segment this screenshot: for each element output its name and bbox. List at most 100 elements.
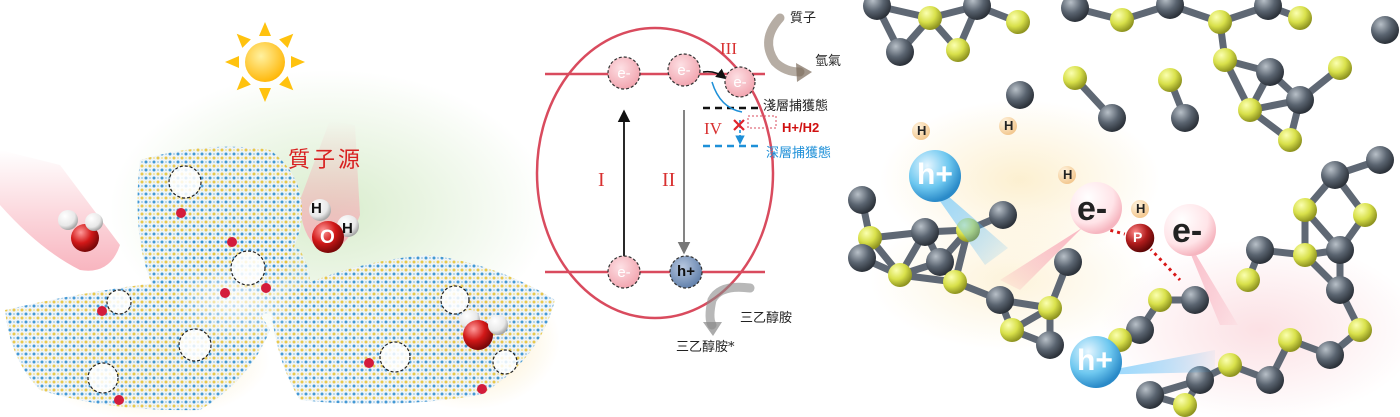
carbon-atom bbox=[886, 38, 914, 66]
hydrogen-atom bbox=[1131, 200, 1149, 218]
light-cone bbox=[0, 150, 120, 271]
sun-ray bbox=[279, 33, 294, 48]
nitrogen-atom bbox=[1148, 288, 1172, 312]
deep-trap-label: 深層捕獲態 bbox=[766, 146, 832, 161]
carbon-atom bbox=[1366, 146, 1394, 174]
nitrogen-atom bbox=[1238, 98, 1262, 122]
carbon-atom bbox=[1286, 86, 1314, 114]
tea-oxidized-label: 三乙醇胺* bbox=[676, 340, 735, 355]
carbon-atom bbox=[1326, 236, 1354, 264]
left-panel bbox=[0, 22, 560, 417]
pore bbox=[379, 341, 411, 373]
carbon-atom bbox=[1321, 161, 1349, 189]
right-panel bbox=[840, 0, 1400, 417]
step-three-label: III bbox=[720, 39, 737, 58]
carbon-atom bbox=[1246, 236, 1274, 264]
carbon-atom bbox=[1186, 366, 1214, 394]
oxygen-atom bbox=[312, 221, 344, 253]
nitrogen-atom bbox=[1038, 296, 1062, 320]
electron-label: e- bbox=[1172, 212, 1203, 250]
carbon-atom bbox=[848, 244, 876, 272]
hydrogen-label: H bbox=[1004, 118, 1014, 133]
phosphorus-atom bbox=[1124, 222, 1156, 254]
band-ellipse bbox=[535, 26, 775, 320]
nitrogen-atom bbox=[1293, 198, 1317, 222]
carbon-atom bbox=[963, 0, 991, 20]
sun-ray bbox=[236, 33, 251, 48]
tea-label: 三乙醇胺 bbox=[740, 311, 793, 326]
nitrogen-atom bbox=[1278, 328, 1302, 352]
nitrogen-atom bbox=[1110, 8, 1134, 32]
hydrogen-label: H bbox=[1136, 201, 1146, 216]
nitrogen-atom bbox=[918, 6, 942, 30]
hydrogen-label: H bbox=[917, 123, 927, 138]
hydrogen-gas-label: 氫氣 bbox=[815, 54, 842, 69]
carbon-atom bbox=[1326, 276, 1354, 304]
labeled-water-molecule bbox=[309, 199, 359, 253]
carbon-atom bbox=[1181, 286, 1209, 314]
carbon-atom bbox=[1126, 316, 1154, 344]
pore bbox=[106, 289, 132, 315]
hydrogen-atom bbox=[1058, 166, 1076, 184]
nitrogen-atom bbox=[1328, 56, 1352, 80]
water-h-label: H bbox=[311, 200, 322, 217]
electron-label: e- bbox=[672, 63, 696, 78]
phosphorus-dot bbox=[176, 208, 186, 218]
nitrogen-atom bbox=[1236, 268, 1260, 292]
hydrogen-atom bbox=[309, 199, 331, 221]
sun-ray bbox=[291, 56, 305, 68]
hole-label: h+ bbox=[1077, 344, 1113, 377]
electron-text: e- bbox=[677, 62, 691, 79]
carbon-atom bbox=[1054, 248, 1082, 276]
nanosheet bbox=[270, 255, 555, 404]
water-molecule bbox=[460, 310, 508, 350]
water-o-label: O bbox=[320, 227, 335, 248]
shallow-trap-label: 淺層捕獲態 bbox=[763, 99, 829, 114]
phosphorus-dot bbox=[97, 306, 107, 316]
phosphorus-dot bbox=[364, 358, 374, 368]
sun-ray bbox=[225, 56, 239, 68]
carbon-atom bbox=[986, 286, 1014, 314]
electron-bubble bbox=[1164, 204, 1216, 256]
tea-curve-arrow bbox=[705, 282, 755, 330]
pore-group bbox=[87, 165, 518, 394]
sun-ray bbox=[236, 76, 251, 91]
carbon-atom bbox=[1061, 0, 1089, 22]
carbon-atom bbox=[1006, 81, 1034, 109]
carbon-atom bbox=[1254, 0, 1282, 20]
carbon-atom bbox=[1098, 104, 1126, 132]
sun-core bbox=[245, 42, 285, 82]
nitrogen-atom bbox=[943, 270, 967, 294]
carbon-atom bbox=[1136, 381, 1164, 409]
nitrogen-atom bbox=[1218, 353, 1242, 377]
electron-text: e- bbox=[617, 65, 631, 82]
nitrogen-atom bbox=[1348, 318, 1372, 342]
nitrogen-atom bbox=[1006, 10, 1030, 34]
hydrogen-atom bbox=[999, 117, 1017, 135]
sun-ray bbox=[259, 88, 271, 102]
proton-label: 質子 bbox=[790, 11, 817, 26]
electron-text: e- bbox=[733, 74, 747, 91]
step-two-label: II bbox=[662, 169, 676, 191]
carbon-atom bbox=[863, 0, 891, 20]
nitrogen-atom bbox=[1000, 318, 1024, 342]
nitrogen-atom bbox=[1063, 66, 1087, 90]
hole-text: h+ bbox=[677, 263, 695, 280]
phosphorus-dot bbox=[227, 237, 237, 247]
pore bbox=[230, 250, 266, 286]
carbon-atom bbox=[926, 248, 954, 276]
light-beam bbox=[165, 260, 305, 340]
electron-label: e- bbox=[612, 66, 636, 81]
pore bbox=[168, 165, 202, 199]
step-one-label: I bbox=[598, 169, 605, 191]
nitrogen-atom bbox=[1278, 128, 1302, 152]
h-couple-label: H+/H2 bbox=[782, 120, 820, 135]
middle-panel bbox=[535, 13, 812, 336]
carbon-atom bbox=[1036, 331, 1064, 359]
electron-icon bbox=[607, 56, 641, 90]
carbon-atom bbox=[1371, 16, 1399, 44]
carbon-atom bbox=[989, 201, 1017, 229]
nitrogen-atom bbox=[1353, 203, 1377, 227]
phosphorus-dot bbox=[114, 395, 124, 405]
